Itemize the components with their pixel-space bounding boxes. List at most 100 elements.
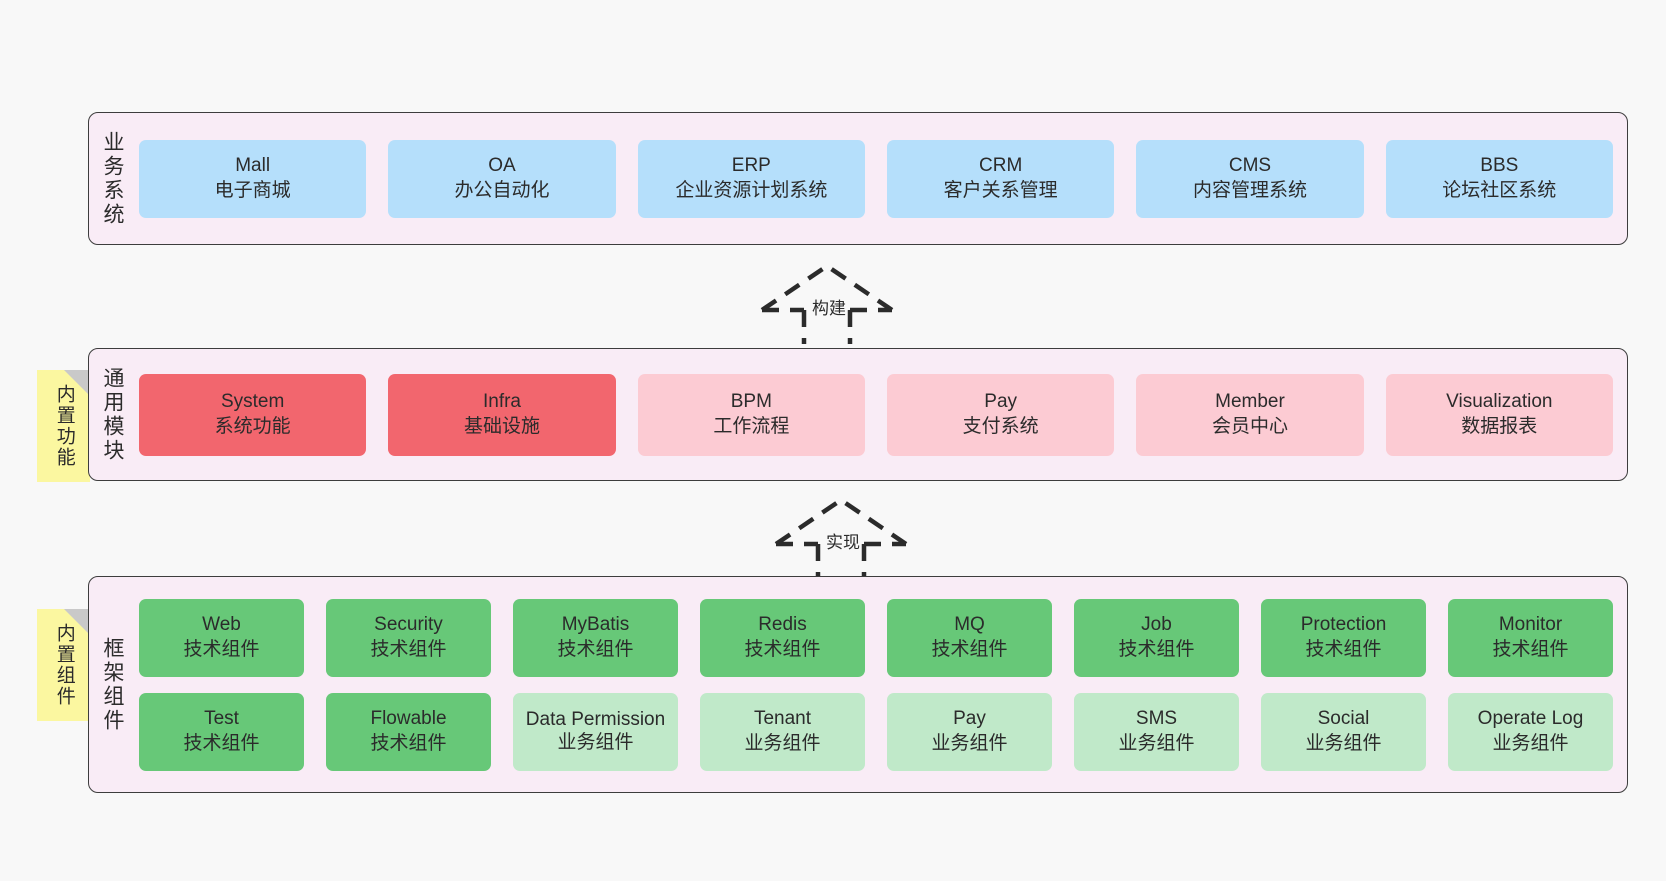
layer-title-common-modules: 通用模块 bbox=[101, 366, 125, 463]
card-row: Test 技术组件 Flowable 技术组件 Data Permission … bbox=[139, 692, 1613, 771]
card-title: Security bbox=[374, 614, 443, 636]
card-title: SMS bbox=[1135, 708, 1178, 730]
note-fold-corner-icon bbox=[64, 370, 90, 396]
card-subtitle: 企业资源计划系统 bbox=[675, 179, 828, 201]
card-mall[interactable]: Mall 电子商城 bbox=[139, 139, 367, 218]
card-title: CRM bbox=[979, 155, 1023, 177]
card-title: OA bbox=[488, 155, 516, 177]
card-title: Flowable bbox=[370, 708, 447, 730]
card-subtitle: 业务组件 bbox=[557, 731, 634, 753]
card-title: Data Permission bbox=[525, 708, 666, 730]
card-title: Pay bbox=[984, 391, 1018, 413]
layer-body-framework-components: Web 技术组件 Security 技术组件 MyBatis 技术组件 Redi… bbox=[135, 577, 1627, 792]
card-subtitle: 工作流程 bbox=[713, 415, 790, 437]
connector-implement-label: 实现 bbox=[826, 533, 860, 552]
card-title: Monitor bbox=[1498, 614, 1563, 636]
card-subtitle: 支付系统 bbox=[962, 415, 1039, 437]
card-job[interactable]: Job 技术组件 bbox=[1074, 598, 1239, 677]
card-title: Operate Log bbox=[1477, 708, 1584, 730]
card-subtitle: 客户关系管理 bbox=[943, 179, 1058, 201]
card-subtitle: 技术组件 bbox=[183, 732, 260, 754]
card-title: BPM bbox=[730, 391, 772, 413]
card-title: Social bbox=[1317, 708, 1370, 730]
card-title: System bbox=[220, 391, 285, 413]
note-fold-corner-icon bbox=[64, 609, 90, 635]
card-infra[interactable]: Infra 基础设施 bbox=[388, 373, 616, 456]
card-pay[interactable]: Pay 支付系统 bbox=[886, 373, 1115, 456]
layer-title-framework-components: 框架组件 bbox=[101, 636, 125, 733]
card-title: MyBatis bbox=[561, 614, 630, 636]
card-security[interactable]: Security 技术组件 bbox=[326, 598, 491, 677]
card-subtitle: 内容管理系统 bbox=[1192, 179, 1307, 201]
card-mq[interactable]: MQ 技术组件 bbox=[887, 598, 1052, 677]
card-redis[interactable]: Redis 技术组件 bbox=[700, 598, 865, 677]
card-flowable[interactable]: Flowable 技术组件 bbox=[326, 692, 491, 771]
note-builtin-features: 内置功能 bbox=[37, 370, 90, 482]
card-subtitle: 论坛社区系统 bbox=[1442, 179, 1557, 201]
card-subtitle: 系统功能 bbox=[214, 415, 291, 437]
card-subtitle: 业务组件 bbox=[744, 732, 821, 754]
card-subtitle: 业务组件 bbox=[1492, 732, 1569, 754]
card-member[interactable]: Member 会员中心 bbox=[1136, 373, 1364, 456]
layer-title-business-systems: 业务系统 bbox=[101, 130, 125, 227]
card-web[interactable]: Web 技术组件 bbox=[139, 598, 304, 677]
card-monitor[interactable]: Monitor 技术组件 bbox=[1448, 598, 1613, 677]
card-title: Mall bbox=[235, 155, 271, 177]
card-title: ERP bbox=[731, 155, 771, 177]
card-subtitle: 技术组件 bbox=[557, 638, 634, 660]
card-protection[interactable]: Protection 技术组件 bbox=[1261, 598, 1426, 677]
card-bbs[interactable]: BBS 论坛社区系统 bbox=[1385, 139, 1613, 218]
layer-common-modules: 通用模块 System 系统功能 Infra 基础设施 BPM 工作流程 Pay… bbox=[88, 348, 1628, 481]
card-operate-log[interactable]: Operate Log 业务组件 bbox=[1448, 692, 1613, 771]
card-row: Mall 电子商城 OA 办公自动化 ERP 企业资源计划系统 CRM 客户关系… bbox=[139, 139, 1613, 218]
layer-body-business-systems: Mall 电子商城 OA 办公自动化 ERP 企业资源计划系统 CRM 客户关系… bbox=[135, 113, 1627, 244]
card-subtitle: 办公自动化 bbox=[454, 179, 550, 201]
card-subtitle: 会员中心 bbox=[1211, 415, 1288, 437]
connector-build-label: 构建 bbox=[812, 299, 846, 318]
card-cms[interactable]: CMS 内容管理系统 bbox=[1136, 139, 1364, 218]
card-title: Member bbox=[1215, 391, 1285, 413]
card-title: Web bbox=[202, 614, 241, 636]
card-subtitle: 技术组件 bbox=[1118, 638, 1195, 660]
card-test[interactable]: Test 技术组件 bbox=[139, 692, 304, 771]
card-data-permission[interactable]: Data Permission 业务组件 bbox=[513, 692, 678, 771]
card-subtitle: 业务组件 bbox=[1305, 732, 1382, 754]
card-subtitle: 技术组件 bbox=[1305, 638, 1382, 660]
card-subtitle: 技术组件 bbox=[1492, 638, 1569, 660]
card-title: Protection bbox=[1300, 614, 1387, 636]
layer-body-common-modules: System 系统功能 Infra 基础设施 BPM 工作流程 Pay 支付系统… bbox=[135, 349, 1627, 480]
card-pay-business[interactable]: Pay 业务组件 bbox=[887, 692, 1052, 771]
card-erp[interactable]: ERP 企业资源计划系统 bbox=[637, 139, 865, 218]
card-tenant[interactable]: Tenant 业务组件 bbox=[700, 692, 865, 771]
card-oa[interactable]: OA 办公自动化 bbox=[388, 139, 616, 218]
card-title: Redis bbox=[758, 614, 807, 636]
card-title: Visualization bbox=[1446, 391, 1553, 413]
card-system[interactable]: System 系统功能 bbox=[139, 373, 367, 456]
card-title: Pay bbox=[953, 708, 986, 730]
card-social[interactable]: Social 业务组件 bbox=[1261, 692, 1426, 771]
layer-framework-components: 框架组件 Web 技术组件 Security 技术组件 MyBatis 技术组件… bbox=[88, 576, 1628, 793]
card-visualization[interactable]: Visualization 数据报表 bbox=[1385, 373, 1613, 456]
card-row: System 系统功能 Infra 基础设施 BPM 工作流程 Pay 支付系统… bbox=[139, 373, 1613, 456]
card-mybatis[interactable]: MyBatis 技术组件 bbox=[513, 598, 678, 677]
card-subtitle: 技术组件 bbox=[931, 638, 1008, 660]
layer-business-systems: 业务系统 Mall 电子商城 OA 办公自动化 ERP 企业资源计划系统 CRM… bbox=[88, 112, 1628, 245]
card-subtitle: 技术组件 bbox=[744, 638, 821, 660]
card-sms[interactable]: SMS 业务组件 bbox=[1074, 692, 1239, 771]
card-title: BBS bbox=[1480, 155, 1519, 177]
note-label: 内置组件 bbox=[53, 623, 75, 707]
card-subtitle: 技术组件 bbox=[370, 732, 447, 754]
card-title: MQ bbox=[954, 614, 985, 636]
note-label: 内置功能 bbox=[53, 384, 75, 468]
card-title: Test bbox=[204, 708, 239, 730]
card-title: Tenant bbox=[753, 708, 812, 730]
card-subtitle: 电子商城 bbox=[214, 179, 291, 201]
card-crm[interactable]: CRM 客户关系管理 bbox=[886, 139, 1115, 218]
card-bpm[interactable]: BPM 工作流程 bbox=[637, 373, 865, 456]
card-subtitle: 数据报表 bbox=[1461, 415, 1538, 437]
note-builtin-components: 内置组件 bbox=[37, 609, 90, 721]
card-subtitle: 业务组件 bbox=[1118, 732, 1195, 754]
card-subtitle: 技术组件 bbox=[183, 638, 260, 660]
card-row: Web 技术组件 Security 技术组件 MyBatis 技术组件 Redi… bbox=[139, 598, 1613, 677]
